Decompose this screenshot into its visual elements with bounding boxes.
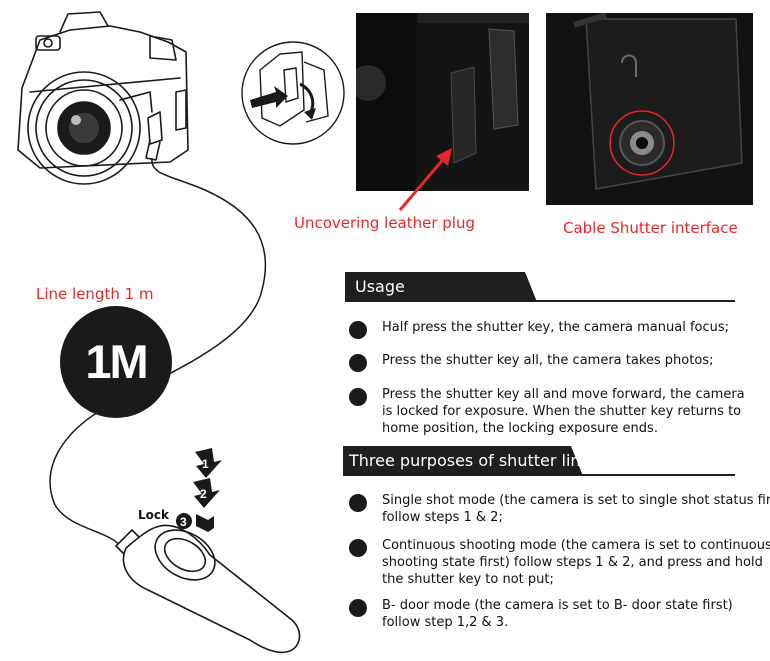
- plug-arrow: [398, 148, 452, 211]
- caption-shutter-interface: Cable Shutter interface: [563, 219, 738, 237]
- bullet: [349, 494, 367, 512]
- item-line: Press the shutter key all and move forwa…: [382, 387, 745, 402]
- bullet: [349, 388, 367, 406]
- caption-line-length: Line length 1 m: [36, 285, 154, 303]
- step-number-1: 1: [202, 457, 209, 471]
- badge-text: 1M: [85, 335, 148, 388]
- step-number-3: 3: [180, 515, 187, 529]
- item-line: Continuous shooting mode (the camera is …: [382, 538, 770, 553]
- shutter-jack-photo: [546, 13, 753, 205]
- step-number-2: 2: [200, 487, 207, 501]
- bullet: [349, 321, 367, 339]
- purposes-header: Three purposes of shutter line: [343, 446, 735, 476]
- bullet: [349, 599, 367, 617]
- item-line: the shutter key to not put;: [382, 572, 554, 587]
- usage-title: Usage: [355, 277, 405, 296]
- lock-label: Lock: [138, 508, 169, 522]
- item-line: follow step 1,2 & 3.: [382, 615, 509, 630]
- item-line: Single shot mode (the camera is set to s…: [382, 493, 770, 508]
- camera-illustration: 1 2 3: [17, 11, 301, 654]
- bullet: [349, 539, 367, 557]
- item-line: home position, the locking exposure ends…: [382, 421, 658, 436]
- caption-leather-plug: Uncovering leather plug: [294, 214, 476, 232]
- bullet: [349, 354, 367, 372]
- cover-opening-sketch: [241, 41, 345, 145]
- item-line: shooting state first) follow steps 1 & 2…: [382, 555, 763, 570]
- purposes-title: Three purposes of shutter line: [349, 451, 591, 470]
- item-line: Half press the shutter key, the camera m…: [382, 320, 730, 335]
- one-meter-badge: 1M: [60, 306, 172, 418]
- item-line: B- door mode (the camera is set to B- do…: [382, 598, 733, 613]
- usage-header: Usage: [345, 272, 735, 302]
- item-line: Press the shutter key all, the camera ta…: [382, 353, 714, 368]
- item-line: follow steps 1 & 2;: [382, 510, 503, 525]
- item-line: is locked for exposure. When the shutter…: [382, 404, 742, 419]
